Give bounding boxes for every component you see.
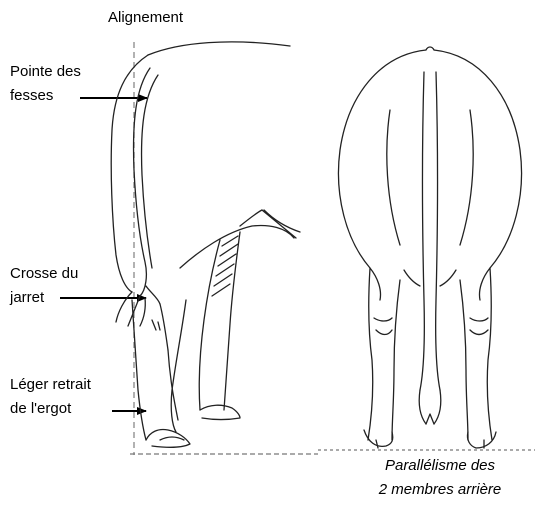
cow-side-view xyxy=(111,42,300,447)
cow-rear-view xyxy=(338,47,521,448)
